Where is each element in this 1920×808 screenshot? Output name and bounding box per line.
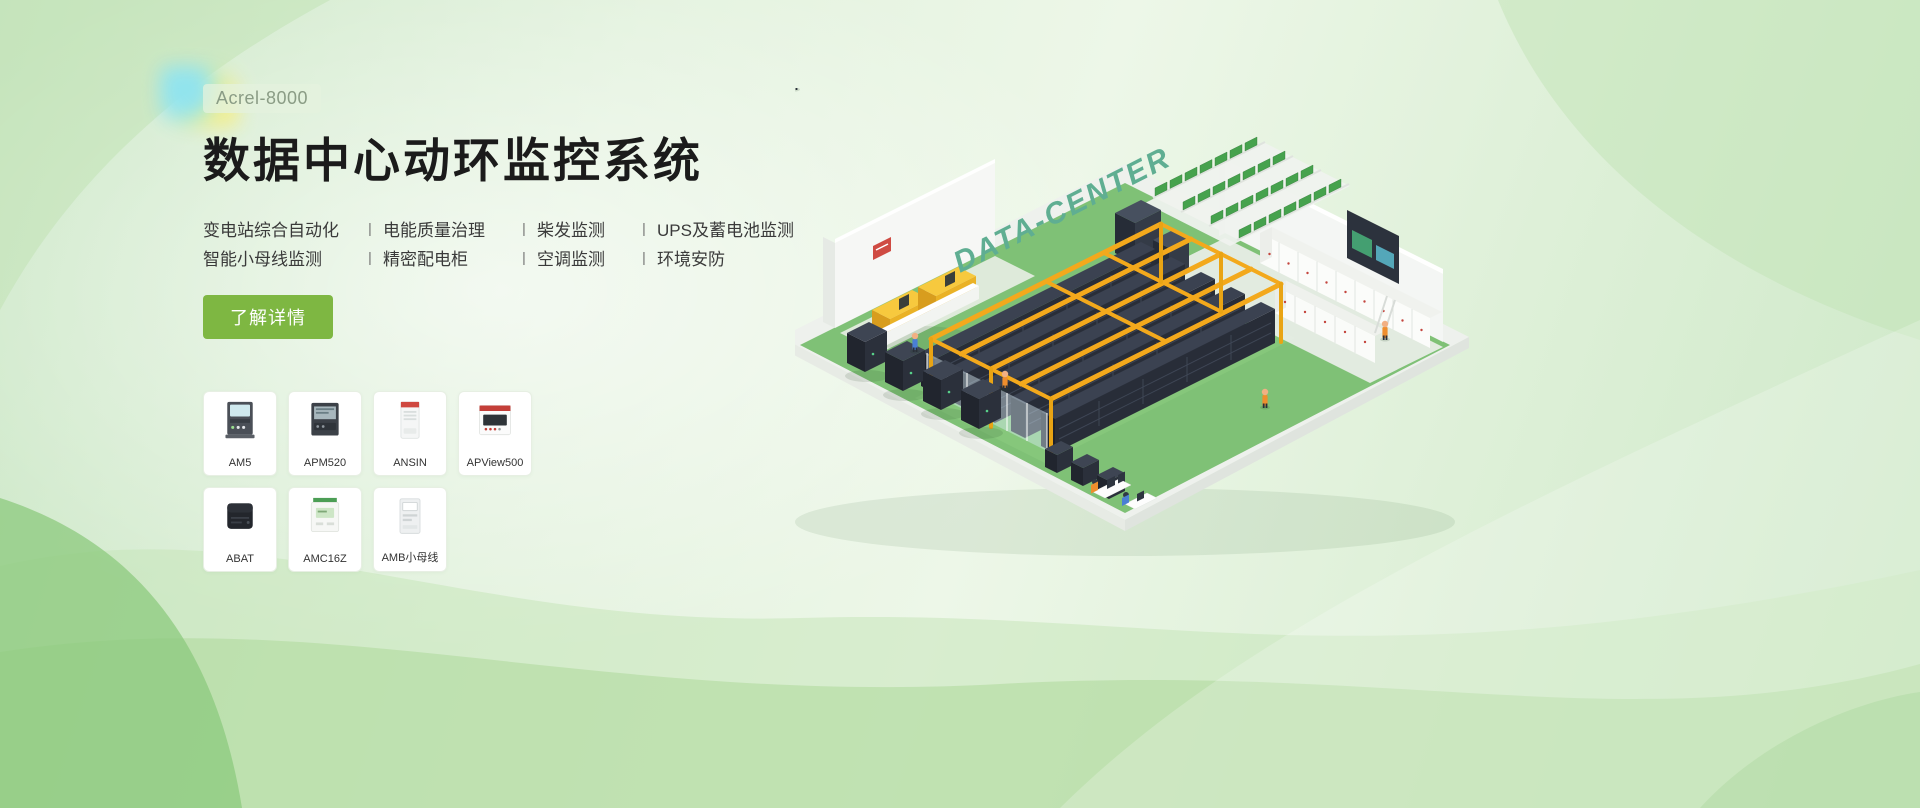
switchgear-cabinets [1260,227,1442,363]
product-card-amb[interactable]: AMB小母线 [373,486,447,572]
feature-item: 空调监测 [537,249,605,269]
product-name: AMC16Z [303,552,347,565]
feature-divider: | [368,249,372,266]
feature-item: 智能小母线监测 [203,249,322,269]
feature-divider: | [642,249,646,266]
wall-sign [873,237,891,260]
product-card-apm520[interactable]: APM520 [288,390,362,476]
operator-area [1045,441,1158,510]
product-grid: AM5 APM520 ANSIN [203,390,603,572]
yellow-frame [928,221,1284,459]
feature-divider: | [368,220,372,237]
product-card-amc16z[interactable]: AMC16Z [288,486,362,572]
datacenter-illustration: DATA-CENTER [781,70,1485,603]
feature-divider: | [522,249,526,266]
product-image-apm520 [311,402,339,436]
product-name: ANSIN [393,456,427,469]
product-image-ansin [400,401,420,439]
product-image-amb [399,498,421,534]
feature-row-2: 智能小母线监测 | 精密配电柜 | 空调监测 | 环境安防 [203,243,823,272]
product-badge: Acrel-8000 [203,84,322,113]
product-badge-label: Acrel-8000 [216,88,309,108]
product-image-amc16z [310,497,340,532]
product-name: APView500 [466,456,524,469]
feature-divider: | [522,220,526,237]
product-name: AMB小母线 [381,551,439,564]
product-image-am5 [225,401,255,439]
product-card-am5[interactable]: AM5 [203,390,277,476]
product-card-ansin[interactable]: ANSIN [373,390,447,476]
product-name: AM5 [228,456,252,469]
feature-divider: | [642,220,646,237]
feature-list: 变电站综合自动化 | 电能质量治理 | 柴发监测 | UPS及蓄电池监测 智能小… [203,214,823,272]
feature-item: 电能质量治理 [383,220,485,240]
feature-item: UPS及蓄电池监测 [657,220,794,240]
monitor-board [1347,210,1399,284]
feature-item: 精密配电柜 [383,249,468,269]
product-card-apview500[interactable]: APView500 [458,390,532,476]
hero-content: Acrel-8000 数据中心动环监控系统 变电站综合自动化 | 电能质量治理 … [203,84,823,572]
feature-item: 变电站综合自动化 [203,220,339,240]
feature-item: 柴发监测 [537,220,605,240]
product-card-abat[interactable]: ABAT [203,486,277,572]
feature-item: 环境安防 [657,249,725,269]
desk [1091,471,1132,499]
product-name: ABAT [226,552,254,565]
product-name: APM520 [303,456,347,469]
desk [1122,490,1158,510]
learn-more-button[interactable]: 了解详情 [203,294,333,339]
product-image-abat [227,503,253,529]
battery-racks [1145,136,1350,246]
page-title: 数据中心动环监控系统 [203,134,703,187]
ups-cabinets [845,322,1003,439]
feature-row-1: 变电站综合自动化 | 电能质量治理 | 柴发监测 | UPS及蓄电池监测 [203,214,823,243]
product-image-apview500 [479,404,511,435]
